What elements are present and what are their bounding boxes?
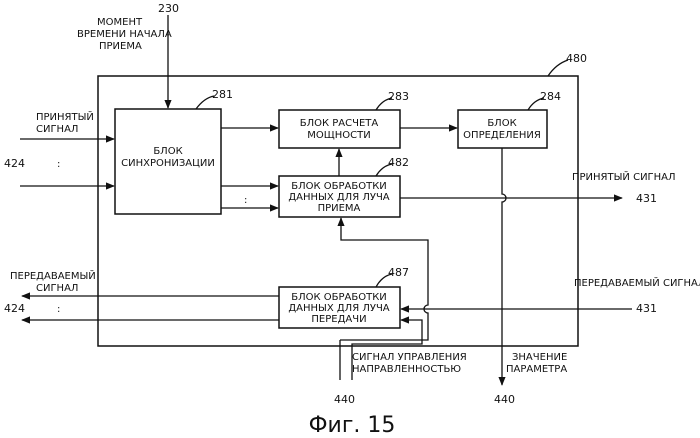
rx-beam-block-line3: ПРИЕМА [318, 203, 361, 214]
parameter-label-line1: ЗНАЧЕНИЕ [512, 352, 567, 363]
timing-label-line1: МОМЕНТ [97, 17, 143, 28]
parameter-ref: 440 [494, 393, 515, 406]
transmitted-out-ref: 424 [4, 302, 25, 315]
rx-beam-block-ref: 482 [388, 156, 409, 169]
received-in-label-line2: СИГНАЛ [36, 124, 78, 135]
rx-beam-block-line1: БЛОК ОБРАБОТКИ [291, 181, 387, 192]
tx-beam-block-line2: ДАННЫХ ДЛЯ ЛУЧА [288, 303, 389, 314]
power-block-line2: МОЩНОСТИ [307, 130, 370, 141]
sync-block-ref: 281 [212, 88, 233, 101]
decision-block-line2: ОПРЕДЕЛЕНИЯ [463, 130, 541, 141]
rx-beam-block-line2: ДАННЫХ ДЛЯ ЛУЧА [288, 192, 389, 203]
transmitted-in-ref: 431 [636, 302, 657, 315]
received-in-ellipsis: : [57, 159, 60, 170]
tx-beam-block-line1: БЛОК ОБРАБОТКИ [291, 292, 387, 303]
transmitted-in-label: ПЕРЕДАВАЕМЫЙ СИГНАЛ [574, 276, 700, 289]
timing-ref: 230 [158, 2, 179, 15]
power-block-ref: 283 [388, 90, 409, 103]
sync-block-line1: БЛОК [153, 146, 182, 157]
decision-block [458, 110, 547, 148]
decision-block-ref: 284 [540, 90, 561, 103]
received-in-label-line1: ПРИНЯТЫЙ [36, 110, 94, 123]
sync-block-line2: СИНХРОНИЗАЦИИ [121, 158, 215, 169]
parameter-label-line2: ПАРАМЕТРА [506, 364, 567, 375]
power-block [279, 110, 400, 148]
received-out-ref: 431 [636, 192, 657, 205]
figure-caption: Фиг. 15 [309, 413, 396, 438]
outer-unit-leader [548, 60, 568, 76]
transmitted-out-ellipsis: : [57, 304, 60, 315]
control-label-line1: СИГНАЛ УПРАВЛЕНИЯ [352, 352, 467, 363]
timing-label-line3: ПРИЕМА [99, 41, 142, 52]
power-block-line1: БЛОК РАСЧЕТА [300, 118, 379, 129]
outer-unit-ref: 480 [566, 52, 587, 65]
timing-label-line2: ВРЕМЕНИ НАЧАЛА [77, 29, 172, 40]
received-out-label: ПРИНЯТЫЙ СИГНАЛ [572, 170, 676, 183]
parameter-output-arrow [502, 148, 506, 385]
transmitted-out-label-line2: СИГНАЛ [36, 283, 78, 294]
decision-block-line1: БЛОК [487, 118, 516, 129]
transmitted-out-label-line1: ПЕРЕДАВАЕМЫЙ [10, 269, 96, 282]
sync-to-rx-ellipsis: : [244, 195, 247, 206]
control-label-line2: НАПРАВЛЕННОСТЬЮ [352, 364, 461, 375]
tx-beam-block-ref: 487 [388, 266, 409, 279]
control-ref: 440 [334, 393, 355, 406]
tx-beam-block-line3: ПЕРЕДАЧИ [311, 314, 366, 325]
received-in-ref: 424 [4, 157, 25, 170]
